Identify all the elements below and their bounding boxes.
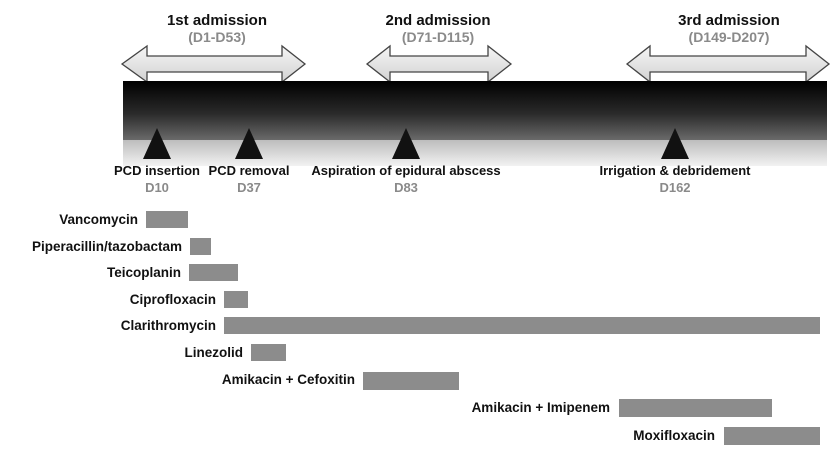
triangle-marker-icon [392,128,420,159]
drug-label: Vancomycin [59,212,138,227]
event-day: D162 [659,180,690,195]
drug-duration-bar [224,291,248,308]
event-pcd-removal: PCD removal D37 [209,128,290,195]
admission-1-title: 1st admission [167,12,267,29]
admission-1-double-arrow-icon [120,44,307,84]
drug-label: Linezolid [185,345,244,360]
event-label: Aspiration of epidural abscess [311,163,500,178]
drug-teicoplanin: Teicoplanin [107,264,238,281]
admission-2-double-arrow-icon [365,44,513,84]
drug-label: Amikacin + Imipenem [472,400,610,415]
drug-label: Ciprofloxacin [130,292,216,307]
drug-label: Clarithromycin [121,318,216,333]
admission-2-title: 2nd admission [385,12,490,29]
drug-label: Teicoplanin [107,265,181,280]
event-aspiration-epidural-abscess: Aspiration of epidural abscess D83 [311,128,501,195]
drug-duration-bar [146,211,188,228]
drug-vancomycin: Vancomycin [59,211,188,228]
drug-label: Moxifloxacin [633,428,715,443]
drug-moxifloxacin: Moxifloxacin [633,427,820,445]
admission-1: 1st admission (D1-D53) [120,12,307,84]
drug-duration-bar [224,317,820,334]
admission-3-range: (D149-D207) [689,29,770,45]
drug-label: Piperacillin/tazobactam [32,239,182,254]
event-label: Irrigation & debridement [600,163,752,178]
triangle-marker-icon [143,128,171,159]
drug-duration-bar [363,372,459,390]
drug-duration-bar [251,344,286,361]
admission-3-title: 3rd admission [678,12,780,29]
admission-3-double-arrow-icon [625,44,831,84]
event-day: D83 [394,180,418,195]
drug-label: Amikacin + Cefoxitin [222,372,355,387]
drug-ciprofloxacin: Ciprofloxacin [130,291,248,308]
drug-duration-bar [724,427,820,445]
timeline-bar [123,81,827,140]
event-day: D37 [237,180,261,195]
admission-3: 3rd admission (D149-D207) [625,12,831,84]
event-label: PCD removal [209,163,290,178]
drug-duration-bar [619,399,772,417]
triangle-marker-icon [661,128,689,159]
drug-duration-bar [190,238,211,255]
drug-clarithromycin: Clarithromycin [121,317,820,334]
drug-amikacin-imipenem: Amikacin + Imipenem [472,399,772,417]
event-label: PCD insertion [114,163,200,178]
triangle-marker-icon [235,128,263,159]
event-day: D10 [145,180,169,195]
event-irrigation-debridement: Irrigation & debridement D162 [600,128,752,195]
drug-amikacin-cefoxitin: Amikacin + Cefoxitin [222,372,459,390]
admission-2-range: (D71-D115) [402,29,474,45]
admission-2: 2nd admission (D71-D115) [365,12,513,84]
drug-duration-bar [189,264,238,281]
event-pcd-insertion: PCD insertion D10 [114,128,200,195]
drug-piperacillin-tazobactam: Piperacillin/tazobactam [32,238,211,255]
drug-linezolid: Linezolid [185,344,286,361]
admission-1-range: (D1-D53) [188,29,246,45]
